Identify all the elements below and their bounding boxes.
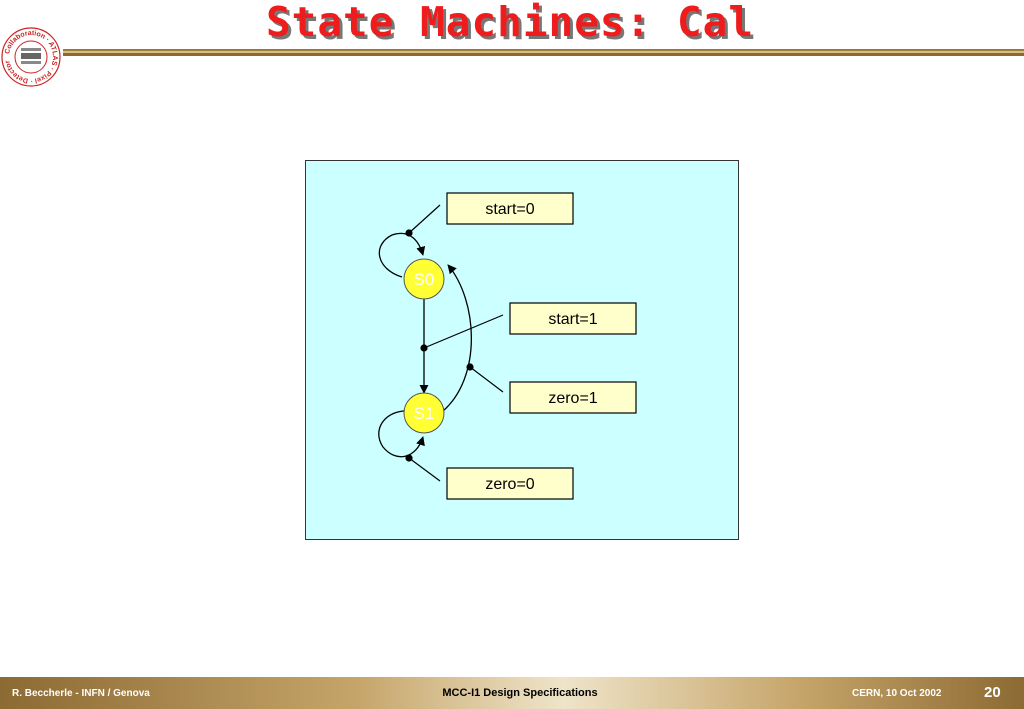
condition-start0: start=0 xyxy=(446,192,574,225)
state-diagram-panel: S0 S1 start=0 start=1 zero=1 zero=0 xyxy=(305,160,739,540)
condition-zero1-label: zero=1 xyxy=(548,390,597,407)
condition-start0-label: start=0 xyxy=(485,201,534,218)
s0-self-loop xyxy=(378,232,426,278)
state-s1: S1 xyxy=(403,392,445,434)
footer-author: R. Beccherle - INFN / Genova xyxy=(12,688,150,699)
zero1-leader xyxy=(469,366,504,393)
title-divider xyxy=(63,49,1024,56)
s1-self-loop xyxy=(378,410,425,458)
condition-zero0: zero=0 xyxy=(446,467,574,500)
s1-to-s0-arc xyxy=(442,264,473,412)
condition-zero0-label: zero=0 xyxy=(485,476,534,493)
state-s0: S0 xyxy=(403,258,445,300)
state-diagram: S0 S1 start=0 start=1 zero=1 zero=0 xyxy=(378,192,637,500)
footer-bar xyxy=(0,677,1024,709)
zero0-leader xyxy=(408,457,441,482)
state-s0-label: S0 xyxy=(414,270,435,289)
page-title: State Machines: Cal xyxy=(266,0,754,46)
start1-leader xyxy=(423,314,504,349)
footer-document-title: MCC-I1 Design Specifications xyxy=(442,687,598,699)
state-s1-label: S1 xyxy=(414,404,435,423)
footer-date: CERN, 10 Oct 2002 xyxy=(852,688,942,699)
condition-start1: start=1 xyxy=(509,302,637,335)
atlas-pixel-logo: Collaboration · ATLAS · Pixel · Detector xyxy=(1,27,61,87)
condition-zero1: zero=1 xyxy=(509,381,637,414)
page-number: 20 xyxy=(984,684,1001,701)
start0-leader xyxy=(408,204,441,234)
condition-start1-label: start=1 xyxy=(548,311,597,328)
